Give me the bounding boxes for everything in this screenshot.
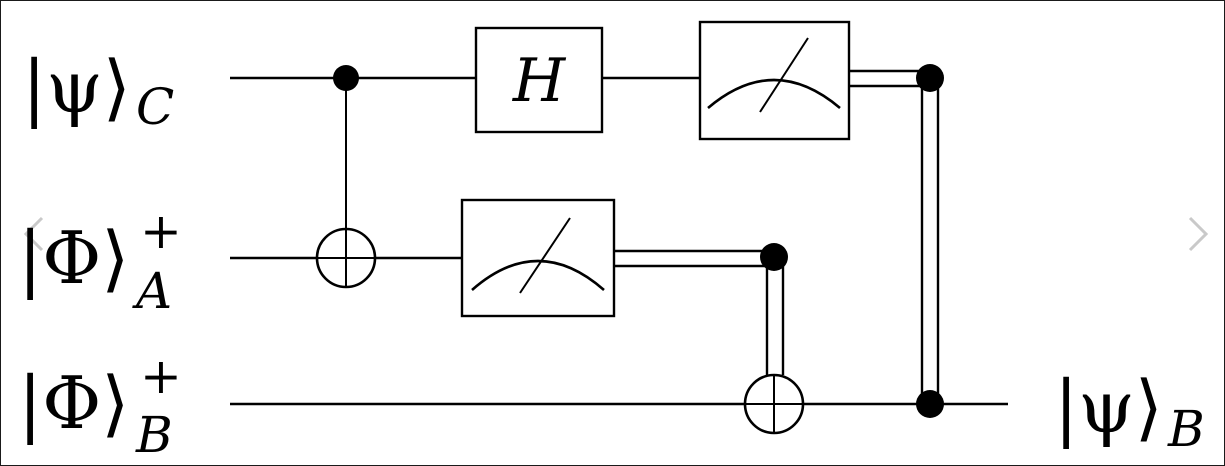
- ket-superscript: +: [140, 347, 182, 405]
- ket-subscript: C: [136, 78, 174, 136]
- output-label-b: |ψ⟩ B: [1054, 365, 1205, 458]
- chevron-right-icon[interactable]: [1188, 216, 1209, 252]
- ket-psi: |ψ⟩: [1054, 365, 1163, 449]
- classical-control-dot-a: [760, 243, 788, 271]
- meter-arc-icon: [471, 259, 605, 291]
- classical-control-dot-c: [916, 64, 944, 92]
- classical-wire-c: [849, 69, 940, 404]
- cnot-control-dot: [333, 65, 359, 91]
- ket-subscript: B: [1167, 400, 1205, 458]
- measurement-a: [460, 198, 616, 318]
- ket-subscript: A: [132, 262, 172, 320]
- input-label-b: |Φ⟩ + B: [18, 347, 182, 464]
- ket-phi: |Φ⟩: [18, 216, 129, 300]
- ket-superscript: +: [140, 202, 182, 260]
- cnot-target: [315, 227, 377, 289]
- classical-wire-a: [614, 249, 785, 375]
- meter-arc-icon: [707, 78, 841, 109]
- controlled-x-target: [743, 373, 805, 435]
- meter-needle-icon: [519, 217, 571, 294]
- ket-subscript: B: [135, 406, 173, 464]
- ket-psi: |ψ⟩: [22, 45, 131, 129]
- ket-phi: |Φ⟩: [18, 361, 129, 445]
- chevron-left-icon[interactable]: [23, 216, 44, 252]
- hadamard-gate: H: [474, 26, 604, 134]
- meter-needle-icon: [759, 37, 809, 113]
- hadamard-label: H: [512, 46, 567, 116]
- controlled-z-dot: [916, 390, 944, 418]
- input-label-c: |ψ⟩ C: [22, 45, 174, 136]
- measurement-c: [698, 20, 851, 141]
- input-label-a: |Φ⟩ + A: [18, 202, 182, 320]
